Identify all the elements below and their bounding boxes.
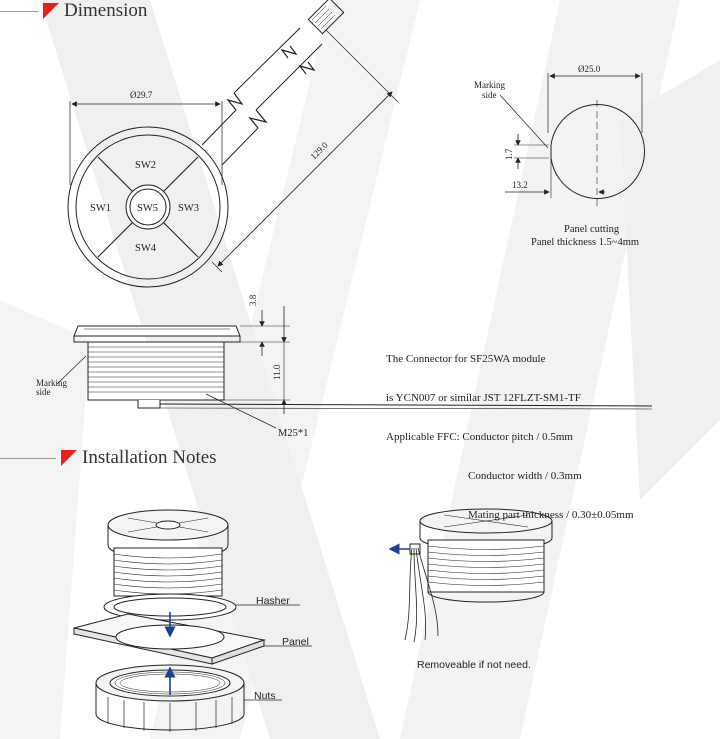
connector-note: The Connector for SF25WA module is YCN00…	[386, 327, 634, 535]
nuts-label: Nuts	[254, 690, 276, 702]
section-title-dimension: Dimension	[64, 0, 148, 21]
cable-side-view	[404, 508, 553, 643]
hasher-label: Hasher	[256, 595, 290, 607]
connector-note-line: is YCN007 or similar JST 12FLZT-SM1-TF	[386, 392, 581, 404]
head-height-label: 3.8	[248, 294, 258, 306]
button-label-sw4: SW4	[135, 243, 157, 254]
thread-spec-label: M25*1	[278, 428, 308, 439]
side-marking-label-line1: Marking	[36, 378, 67, 388]
connector-note-line: The Connector for SF25WA module	[386, 353, 546, 365]
red-triangle-icon	[61, 450, 77, 466]
panel-label: Panel	[282, 636, 309, 648]
top-diameter-label: Ø29.7	[130, 90, 153, 100]
side-marking-label-line2: side	[36, 387, 51, 397]
top-view	[67, 0, 399, 288]
connector-note-line: Conductor width / 0.3mm	[468, 470, 582, 482]
panel-cutting-caption: Panel cutting	[564, 224, 620, 235]
flat-width-label: 13.2	[512, 180, 528, 190]
side-view	[56, 306, 653, 429]
section-header-dimension: Dimension	[0, 0, 147, 22]
panel-diameter-label: Ø25.0	[578, 64, 601, 74]
section-header-installation: Installation Notes	[0, 447, 217, 469]
panel-cutting-view	[499, 73, 646, 210]
button-label-sw3: SW3	[178, 203, 199, 214]
marking-side-label-line2: side	[482, 90, 497, 100]
section-title-installation: Installation Notes	[82, 447, 217, 468]
marking-side-label-line1: Marking	[474, 80, 505, 90]
removable-note: Removeable if not need.	[417, 659, 531, 671]
button-label-sw1: SW1	[90, 203, 111, 214]
body-height-label: 11.0	[272, 364, 282, 380]
flat-height-label: 1.7	[504, 148, 514, 160]
connector-note-line: Applicable FFC: Conductor pitch / 0.5mm	[386, 431, 573, 443]
panel-thickness-caption: Panel thickness 1.5~4mm	[531, 237, 639, 248]
exploded-assembly	[73, 509, 312, 732]
button-label-sw2: SW2	[135, 160, 156, 171]
button-label-sw5: SW5	[137, 203, 158, 214]
connector-note-line: Mating part thickness / 0.30±0.05mm	[468, 509, 634, 521]
cable-length-label: 129.0	[308, 140, 330, 162]
red-triangle-icon	[43, 3, 59, 19]
